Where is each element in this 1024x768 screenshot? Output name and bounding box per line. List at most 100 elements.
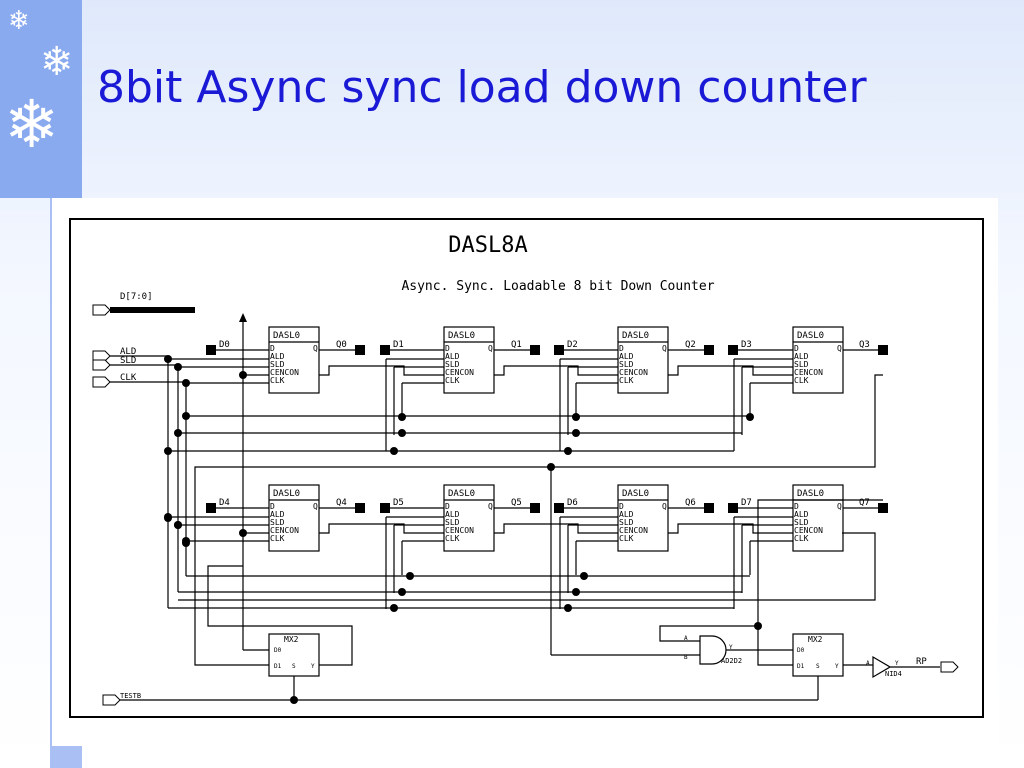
dasl0-block xyxy=(792,484,844,552)
wire xyxy=(494,523,618,534)
junction-dot xyxy=(164,514,172,522)
block-pin-label: ALD xyxy=(794,510,809,519)
junction-dot xyxy=(564,604,572,612)
junction-dot xyxy=(164,447,172,455)
q-output-port xyxy=(878,503,888,513)
snowflake-icon: ❄ xyxy=(40,39,74,85)
d-input-port xyxy=(554,503,564,513)
dasl0-block xyxy=(268,484,320,552)
block-pin-label: D xyxy=(794,344,799,353)
block-name: DASL0 xyxy=(448,489,475,499)
and-gate xyxy=(699,635,727,665)
block-pin-label: Q xyxy=(837,502,842,511)
wire xyxy=(194,374,883,666)
gate-pin-label: Y xyxy=(729,644,733,651)
block-pin-label: ALD xyxy=(445,352,460,361)
block-pin-label: SLD xyxy=(619,360,634,369)
mux-pin-label: D0 xyxy=(797,647,805,654)
test-input-port xyxy=(102,694,121,706)
d-input-port xyxy=(728,503,738,513)
block-pin-label: Q xyxy=(313,502,318,511)
block-pin-label: SLD xyxy=(619,518,634,527)
q-output-label: Q0 xyxy=(336,340,347,350)
input-port xyxy=(92,350,111,362)
junction-dot xyxy=(182,412,190,420)
output-port xyxy=(940,661,959,673)
junction-dot xyxy=(406,572,414,580)
mux-pin-label: D0 xyxy=(274,647,282,654)
decorative-strip xyxy=(0,0,82,198)
wire xyxy=(319,365,444,376)
q-output-port xyxy=(530,345,540,355)
junction-dot xyxy=(580,572,588,580)
block-pin-label: D xyxy=(794,502,799,511)
block-pin-label: SLD xyxy=(445,360,460,369)
block-pin-label: CLK xyxy=(619,534,634,543)
d-input-port xyxy=(728,345,738,355)
block-pin-label: Q xyxy=(662,502,667,511)
wire xyxy=(757,499,883,626)
d-input-label: D7 xyxy=(741,498,752,508)
d-input-label: D3 xyxy=(741,340,752,350)
wire xyxy=(494,365,618,376)
mux-pin-label: Y xyxy=(311,663,315,670)
junction-dot xyxy=(746,413,754,421)
block-pin-label: D xyxy=(270,502,275,511)
q-output-port xyxy=(355,345,365,355)
block-name: DASL0 xyxy=(273,489,300,499)
block-pin-label: Q xyxy=(313,344,318,353)
junction-dot xyxy=(290,696,298,704)
mux-name: MX2 xyxy=(808,635,823,644)
block-pin-label: CENCON xyxy=(794,368,823,377)
junction-dot xyxy=(239,371,247,379)
block-pin-label: CLK xyxy=(794,376,809,385)
snowflake-icon: ❄ xyxy=(8,6,30,36)
dasl0-block xyxy=(617,484,669,552)
block-pin-label: D xyxy=(445,502,450,511)
input-port xyxy=(92,376,111,388)
d-input-port xyxy=(554,345,564,355)
q-output-label: Q2 xyxy=(685,340,696,350)
input-label: SLD xyxy=(120,356,136,366)
q-output-label: Q3 xyxy=(859,340,870,350)
q-output-label: Q4 xyxy=(336,498,347,508)
block-pin-label: CENCON xyxy=(619,526,648,535)
input-port xyxy=(92,359,111,371)
block-pin-label: ALD xyxy=(794,352,809,361)
block-name: DASL0 xyxy=(448,331,475,341)
schematic-description: Async. Sync. Loadable 8 bit Down Counter xyxy=(401,279,714,294)
junction-dot xyxy=(572,429,580,437)
buffer-gate xyxy=(872,655,892,679)
q-output-label: Q6 xyxy=(685,498,696,508)
dasl0-block xyxy=(792,326,844,394)
block-pin-label: SLD xyxy=(445,518,460,527)
block-pin-label: CENCON xyxy=(270,526,299,535)
wire xyxy=(659,625,793,666)
d-input-port xyxy=(206,503,216,513)
block-pin-label: SLD xyxy=(794,518,809,527)
gate-pin-label: B xyxy=(684,654,688,661)
wire xyxy=(319,523,444,534)
q-output-port xyxy=(878,345,888,355)
block-pin-label: SLD xyxy=(794,360,809,369)
q-output-port xyxy=(704,345,714,355)
block-pin-label: CENCON xyxy=(445,526,474,535)
block-pin-label: SLD xyxy=(270,518,285,527)
block-pin-label: ALD xyxy=(619,352,634,361)
block-pin-label: D xyxy=(270,344,275,353)
q-output-port xyxy=(704,503,714,513)
d-input-label: D2 xyxy=(567,340,578,350)
block-pin-label: Q xyxy=(488,344,493,353)
bus-label: D[7:0] xyxy=(120,292,153,302)
gate-name: AD2D2 xyxy=(721,657,742,665)
schematic-name: DASL8A xyxy=(448,233,527,258)
block-pin-label: ALD xyxy=(619,510,634,519)
dasl0-block xyxy=(268,326,320,394)
q-output-label: Q1 xyxy=(511,340,522,350)
block-pin-label: D xyxy=(619,344,624,353)
d-input-port xyxy=(380,345,390,355)
block-pin-label: ALD xyxy=(270,352,285,361)
block-name: DASL0 xyxy=(622,489,649,499)
gate-name: NID4 xyxy=(885,670,902,678)
